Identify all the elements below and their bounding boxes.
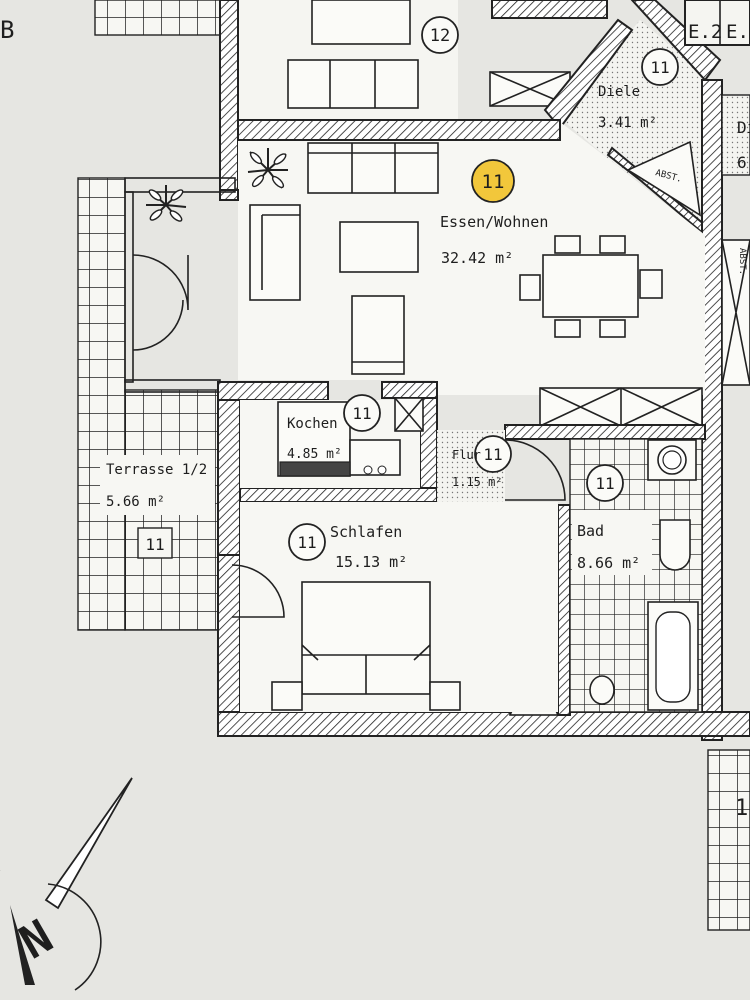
north-arrow-pointer	[10, 905, 35, 985]
terrace-tiles-left	[77, 177, 126, 631]
unit-number-diele: 11	[650, 58, 669, 77]
toilet	[589, 675, 615, 705]
wall-bottom	[217, 711, 750, 737]
edge-label-di: Di	[737, 118, 750, 137]
unit-circle-kochen	[343, 394, 381, 432]
room-name-terrasse: Terrasse 1/2	[106, 462, 207, 478]
edge-label-e2: E.2	[688, 21, 722, 43]
terrace-door-swing	[132, 254, 189, 311]
kitchen	[240, 397, 424, 488]
room-area-flur: 1.15 m²	[452, 475, 503, 489]
wall-upper-left	[219, 0, 239, 191]
unit-number-kochen: 11	[352, 404, 371, 423]
upper-terrace-tiles	[94, 0, 236, 36]
room-area-terrasse: 5.66 m²	[106, 494, 165, 510]
sofa	[307, 142, 439, 194]
hallway-door-swing	[504, 439, 566, 501]
abst-label-right: ABST.	[737, 248, 747, 275]
wall-bath-left	[557, 504, 571, 716]
edge-label-e: E.	[726, 21, 749, 43]
armchair-left	[249, 204, 301, 301]
unit-number-bad: 11	[595, 474, 614, 493]
unit-number-12: 12	[430, 26, 450, 46]
dining-table	[542, 254, 639, 318]
bathroom	[569, 438, 703, 713]
room-name-flur: Flur	[452, 448, 481, 462]
coffee-table	[339, 221, 419, 273]
living-dining-room	[124, 119, 705, 427]
upper-apartment	[94, 0, 608, 191]
room-name-diele: Diele	[598, 84, 640, 100]
room-name-kochen: Kochen	[287, 416, 338, 432]
plant-icon	[146, 185, 187, 222]
unit-number-schlafen: 11	[297, 533, 316, 552]
terrace	[77, 177, 226, 631]
room-name-bad: Bad	[577, 522, 604, 540]
kitchen-stove	[349, 439, 401, 476]
room-area-diele: 3.41 m²	[598, 115, 657, 131]
room-name-essen: Essen/Wohnen	[440, 213, 548, 231]
stair-tiles-bottom-right	[707, 749, 750, 931]
elevator-box	[684, 0, 750, 46]
interior-walls	[217, 381, 750, 737]
room-area-bad: 8.66 m²	[577, 554, 640, 572]
edge-label-1: 1	[735, 796, 748, 821]
unit-circle-schlafen	[288, 523, 326, 561]
upper-wall-top	[491, 0, 608, 19]
room-name-schlafen: Schlafen	[330, 523, 402, 541]
north-arrow	[0, 777, 133, 991]
unit-number-terrasse: 11	[145, 535, 164, 554]
armchair-bottom	[351, 295, 405, 375]
unit-number-flur: 11	[483, 445, 502, 464]
plant-icon	[247, 148, 288, 189]
wall-kitchen-left	[217, 381, 241, 558]
unit-circle-flur	[474, 435, 512, 473]
room-area-kochen: 4.85 m²	[287, 447, 342, 462]
wall-right	[701, 79, 723, 741]
bedroom-terrace-door	[231, 564, 285, 618]
wall-living-top	[237, 119, 561, 141]
unit-circle-essen-highlighted	[471, 159, 515, 203]
washbasin	[659, 519, 691, 571]
upper-sofa	[287, 59, 419, 109]
abst-closet	[626, 140, 702, 217]
diele-wall-diagonal	[630, 0, 722, 82]
room-area-essen: 32.42 m²	[441, 249, 513, 267]
edge-label-6: 6.	[737, 153, 750, 172]
upper-table	[311, 0, 411, 45]
unit-circle-12	[421, 16, 459, 54]
terrace-label-box	[100, 455, 215, 515]
unit-number-essen: 11	[482, 171, 505, 193]
edge-label-b: B	[0, 16, 14, 44]
wall-bedroom-left	[217, 554, 241, 736]
room-area-schlafen: 15.13 m²	[335, 553, 407, 571]
unit-circle-bad	[586, 464, 624, 502]
unit-circle-diele	[641, 48, 679, 86]
